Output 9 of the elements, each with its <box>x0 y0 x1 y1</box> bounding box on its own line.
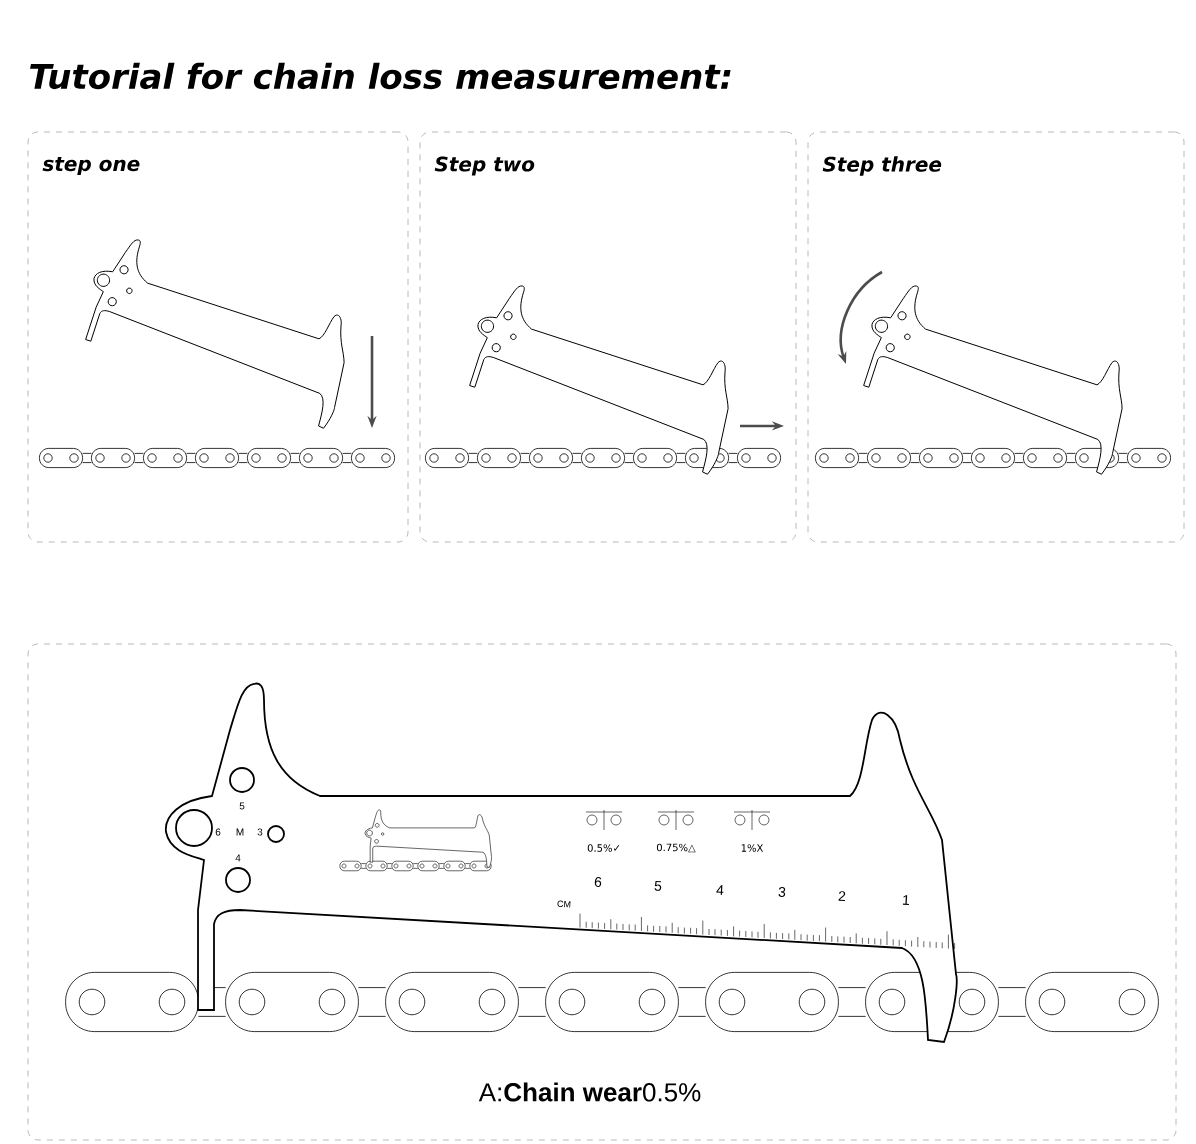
panel <box>27 131 409 543</box>
step-heading: Step three <box>822 156 942 176</box>
step-heading: Step two <box>434 156 535 176</box>
panel <box>419 131 797 543</box>
panel <box>27 643 1177 1141</box>
panel <box>807 131 1185 543</box>
title: Tutorial for chain loss measurement: <box>30 62 731 90</box>
result-text: A:Chain wear0.5% <box>478 1082 701 1102</box>
step-heading: step one <box>42 156 140 176</box>
